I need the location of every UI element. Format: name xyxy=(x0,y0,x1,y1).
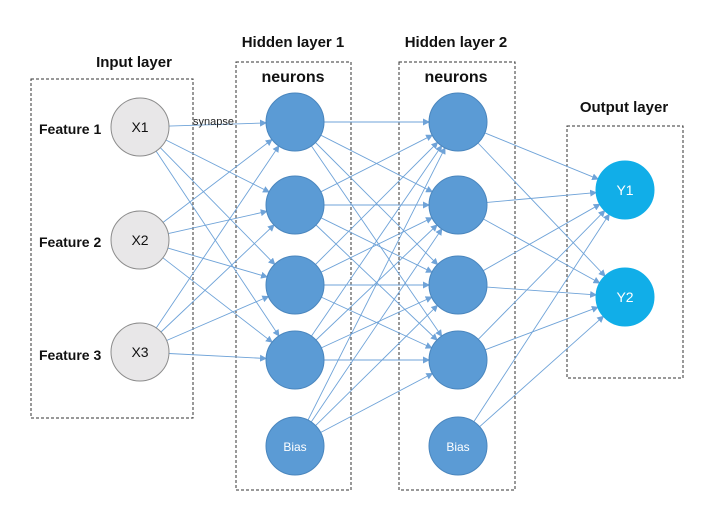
feature-label-2: Feature 2 xyxy=(39,234,101,250)
hidden1-neuron-2-circle xyxy=(265,175,325,235)
layer-boxes xyxy=(30,61,684,491)
hidden1-bias-node: Bias xyxy=(265,416,325,476)
hidden2-neuron-4 xyxy=(428,330,488,390)
hidden-layer-2-box xyxy=(398,61,516,491)
hidden1-neuron-4-circle xyxy=(265,330,325,390)
hidden1-neuron-3 xyxy=(265,255,325,315)
synapse-x3-h1n3 xyxy=(166,295,270,341)
feature-label-3: Feature 3 xyxy=(39,347,101,363)
output-node-2-circle xyxy=(595,267,655,327)
output-node-1-circle xyxy=(595,160,655,220)
output-layer-box xyxy=(566,125,684,379)
synapse-x1-h1n2 xyxy=(165,139,270,193)
synapse-x1-h1n4 xyxy=(155,150,280,337)
synapse-h1n5-h2n4 xyxy=(320,373,434,433)
input-node-3-label: X3 xyxy=(131,344,148,360)
synapse-h2n5-y2 xyxy=(479,315,605,428)
synapse-h1n4-h2n2 xyxy=(315,224,438,341)
input-node-2-circle xyxy=(110,210,170,270)
output-node-2: Y2 xyxy=(595,267,655,327)
synapse-h2n1-y2 xyxy=(477,142,606,277)
hidden1-neuron-1 xyxy=(265,92,325,152)
hidden2-neuron-1 xyxy=(428,92,488,152)
output-node-1-label: Y1 xyxy=(616,182,633,198)
hidden2-bias-node-label: Bias xyxy=(446,440,469,454)
synapse-connections xyxy=(155,118,610,433)
synapse-h1n5-h2n3 xyxy=(315,304,439,426)
synapse-h1n5-h2n2 xyxy=(310,228,443,423)
hidden2-bias-node: Bias xyxy=(428,416,488,476)
hidden2-neuron-3 xyxy=(428,255,488,315)
hidden-layer-1-subtitle: neurons xyxy=(261,69,324,86)
synapse-x2-h1n3 xyxy=(167,247,269,279)
hidden-layer-1-box xyxy=(235,61,352,491)
hidden1-neuron-1-circle xyxy=(265,92,325,152)
synapse-h2n4-y1 xyxy=(477,209,606,340)
synapse-h1n3-h2n1 xyxy=(315,141,439,265)
output-layer-title: Output layer xyxy=(580,99,669,116)
input-node-3: X3 xyxy=(110,322,170,382)
hidden2-neuron-2-circle xyxy=(428,175,488,235)
synapse-x3-h1n2 xyxy=(160,224,275,333)
hidden1-neuron-4 xyxy=(265,330,325,390)
hidden1-bias-node-circle xyxy=(265,416,325,476)
feature-labels: Feature 1 Feature 2 Feature 3 xyxy=(39,121,101,363)
hidden1-neuron-2 xyxy=(265,175,325,235)
output-node-1: Y1 xyxy=(595,160,655,220)
synapse-h1n4-h2n3 xyxy=(321,296,433,349)
hidden2-bias-node-circle xyxy=(428,416,488,476)
synapse-x2-h1n4 xyxy=(162,257,273,343)
synapse-h2n3-y2 xyxy=(486,286,598,298)
input-layer-title: Input layer xyxy=(96,54,172,71)
synapse-x1-h1n3 xyxy=(159,147,276,266)
hidden1-neuron-3-circle xyxy=(265,255,325,315)
input-node-1-label: X1 xyxy=(131,119,148,135)
synapse-h1n4-h2n1 xyxy=(311,145,443,337)
synapse-x3-h1n1 xyxy=(155,145,280,329)
synapse-h2n1-y1 xyxy=(484,132,600,181)
synapse-h1n5-h2n1 xyxy=(307,147,446,421)
hidden2-neuron-1-circle xyxy=(428,92,488,152)
hidden-layer-2-title: Hidden layer 2 xyxy=(405,34,508,51)
input-node-1: X1 xyxy=(110,97,170,157)
synapse-x2-h1n2 xyxy=(168,209,268,235)
input-node-3-circle xyxy=(110,322,170,382)
layer-headings: Input layer Hidden layer 1 neurons Hidde… xyxy=(96,34,668,116)
input-node-1-circle xyxy=(110,97,170,157)
feature-label-1: Feature 1 xyxy=(39,121,101,137)
synapse-label: synapse xyxy=(193,116,234,128)
hidden2-neuron-4-circle xyxy=(428,330,488,390)
input-layer-box xyxy=(30,78,194,419)
synapse-h2n2-y2 xyxy=(483,218,601,284)
synapse-x2-h1n1 xyxy=(162,138,273,223)
synapse-h1n3-h2n2 xyxy=(320,217,433,273)
synapse-x3-h1n4 xyxy=(168,353,267,362)
hidden-layer-1-title: Hidden layer 1 xyxy=(242,34,345,51)
hidden-layer-2-subtitle: neurons xyxy=(424,69,487,86)
output-node-2-label: Y2 xyxy=(616,289,633,305)
hidden1-bias-node-label: Bias xyxy=(283,440,306,454)
synapse-h2n2-y1 xyxy=(486,189,598,203)
synapse-h2n4-y2 xyxy=(484,306,599,351)
synapse-h2n3-y1 xyxy=(482,203,601,272)
hidden2-neuron-3-circle xyxy=(428,255,488,315)
hidden2-neuron-2 xyxy=(428,175,488,235)
input-node-2: X2 xyxy=(110,210,170,270)
synapse-x1-h1n1 xyxy=(168,119,267,127)
synapse-h2n5-y1 xyxy=(473,213,610,422)
synapse-h1n2-h2n1 xyxy=(320,134,434,193)
input-node-2-label: X2 xyxy=(131,232,148,248)
